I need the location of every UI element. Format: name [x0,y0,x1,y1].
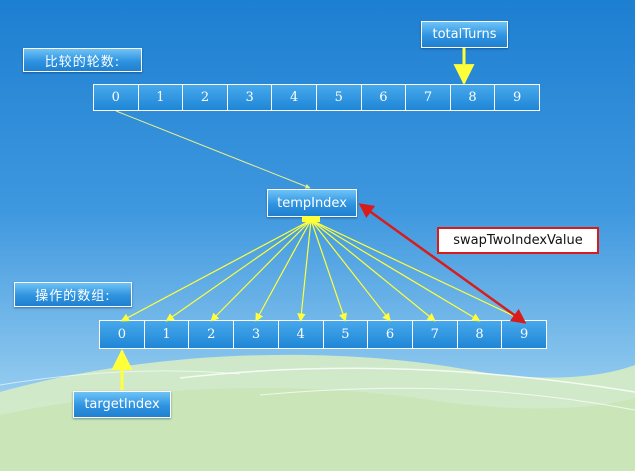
operate-cell-4: 4 [278,321,324,348]
swap-two-index-value-box: swapTwoIndexValue [437,227,599,254]
array-label: 操作的数组: [14,282,132,307]
operate-cell-1: 1 [144,321,190,348]
operate-cell-2: 2 [189,321,235,348]
operate-cell-0: 0 [100,321,145,348]
rounds-cell-5: 5 [316,85,362,110]
temp-index-label: tempIndex [267,189,357,217]
rounds-cell-3: 3 [227,85,273,110]
target-index-label: targetIndex [73,391,171,418]
operate-cell-8: 8 [457,321,503,348]
rounds-cell-1: 1 [138,85,184,110]
rounds-cell-4: 4 [272,85,317,110]
operate-cell-6: 6 [368,321,413,348]
rounds-cell-7: 7 [406,85,451,110]
operate-cell-3: 3 [234,321,279,348]
rounds-cell-6: 6 [361,85,407,110]
rounds-cell-8: 8 [450,85,496,110]
operate-cell-7: 7 [412,321,458,348]
total-turns-label: totalTurns [421,21,508,48]
operate-cell-9: 9 [502,321,547,348]
operate-cell-5: 5 [323,321,369,348]
rounds-cell-2: 2 [183,85,228,110]
rounds-label: 比较的轮数: [23,48,142,72]
rounds-cell-9: 9 [495,85,539,110]
rounds-cell-0: 0 [94,85,139,110]
